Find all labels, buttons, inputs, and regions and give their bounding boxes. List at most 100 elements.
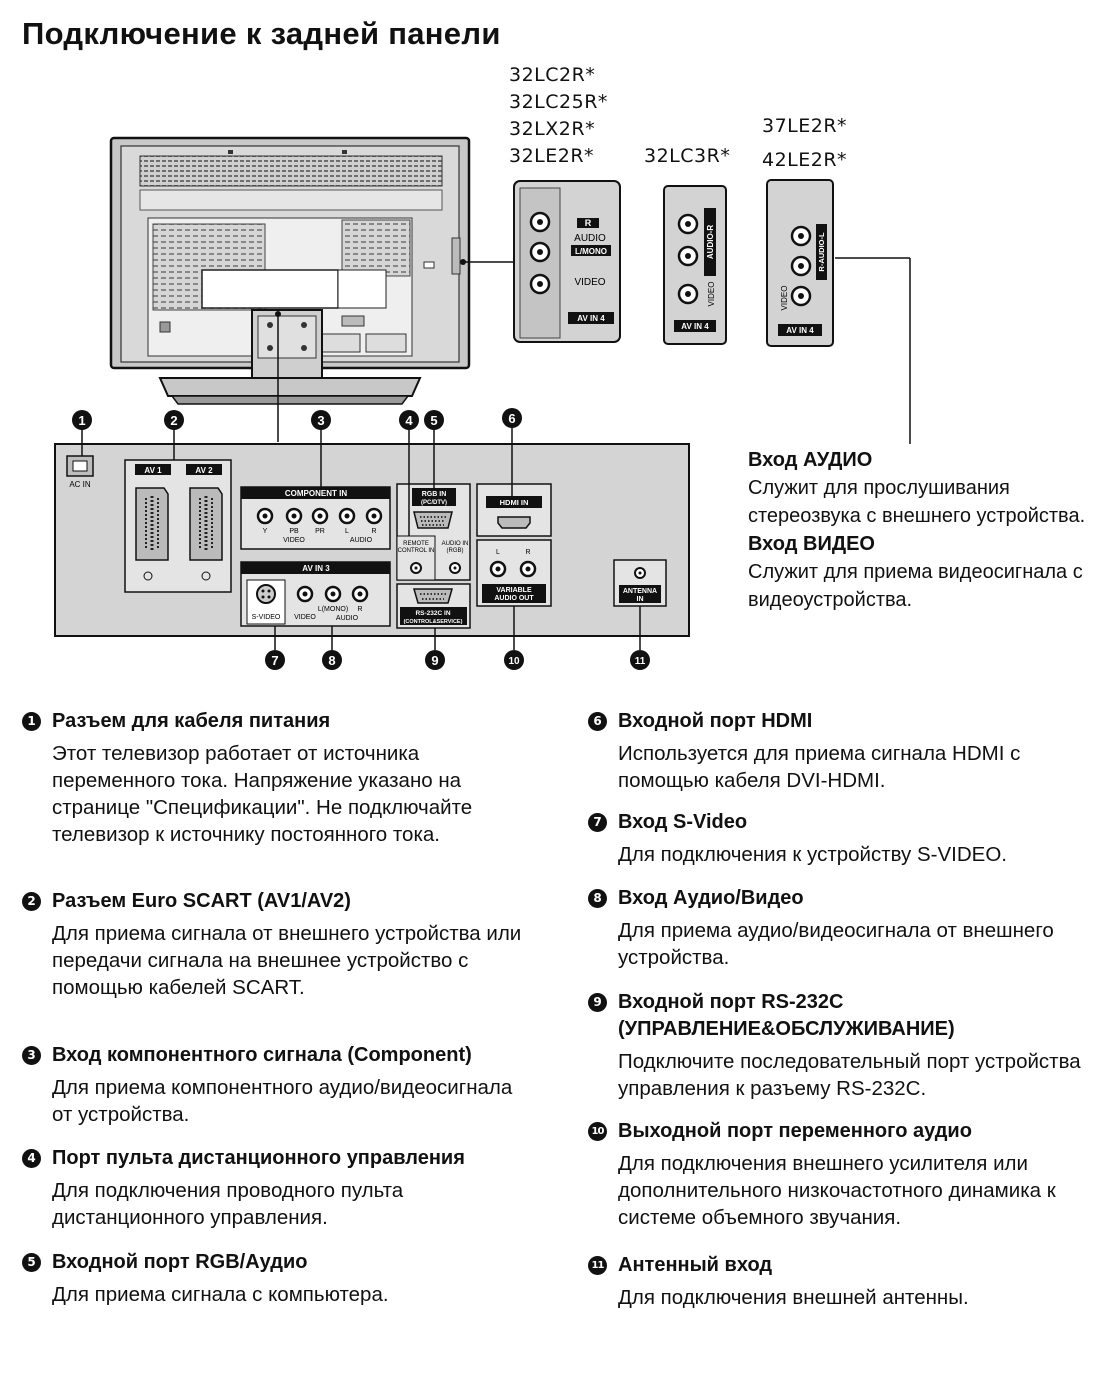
model-name: 37LE2R*	[762, 115, 848, 137]
model-name: 32LX2R*	[509, 118, 596, 140]
descriptions-right: 6 Входной порт HDMI Используется для при…	[588, 708, 1100, 1328]
description-number: 10	[588, 1122, 607, 1141]
comp-audio: AUDIO	[350, 537, 373, 544]
var-label-2: AUDIO OUT	[494, 595, 534, 602]
video-input-text: Служит для приема видеосигнала с видеоус…	[748, 561, 1083, 611]
rgb-d-sub-port[interactable]	[413, 511, 453, 529]
av2-label: AV 2	[195, 466, 213, 475]
model-name: 32LE2R*	[509, 145, 595, 167]
callout-8: 8	[328, 653, 335, 668]
model-group-1: 32LC2R* 32LC25R* 32LX2R* 32LE2R*	[509, 62, 608, 170]
description-item: 7 Вход S-Video Для подключения к устройс…	[588, 809, 1007, 868]
svideo-label: S-VIDEO	[252, 614, 281, 621]
rgb-in-sub-label: (PC/DTV)	[421, 500, 447, 506]
description-title: Вход Аудио/Видео	[618, 887, 804, 909]
description-text: Для подключения внешней антенны.	[618, 1286, 969, 1309]
callout-3: 3	[317, 413, 324, 428]
description-number: 6	[588, 712, 607, 731]
component-in-label: COMPONENT IN	[285, 489, 347, 498]
description-number: 11	[588, 1256, 607, 1275]
inset-label-audio-r: AUDIO-R	[706, 225, 715, 259]
inset-label-av-in4: AV IN 4	[577, 314, 605, 323]
description-title: Входной порт RS-232C (УПРАВЛЕНИЕ&ОБСЛУЖИ…	[618, 991, 955, 1040]
description-item: 2 Разъем Euro SCART (AV1/AV2) Для приема…	[22, 888, 522, 1001]
model-group-2: 32LC3R*	[644, 143, 730, 170]
description-text: Этот телевизор работает от источника пер…	[52, 742, 473, 846]
description-text: Используется для приема сигнала HDMI с п…	[618, 742, 1021, 792]
callout-10: 10	[508, 656, 520, 667]
audio-input-heading: Вход АУДИО	[748, 449, 873, 471]
antenna-label-1: ANTENNA	[623, 588, 657, 595]
model-name: 42LE2R*	[762, 149, 848, 171]
description-item: 9 Входной порт RS-232C (УПРАВЛЕНИЕ&ОБСЛУ…	[588, 989, 1100, 1102]
description-item: 8 Вход Аудио/Видео Для приема аудио/виде…	[588, 885, 1100, 971]
comp-video: VIDEO	[283, 537, 305, 544]
page-title: Подключение к задней панели	[22, 16, 501, 51]
description-text: Для приема аудио/видеосигнала от внешнег…	[618, 919, 1054, 969]
inset-label-r-audio: R-AUDIO-L	[817, 232, 826, 272]
antenna-label-2: IN	[637, 596, 644, 603]
description-number: 8	[588, 889, 607, 908]
description-title: Входной порт HDMI	[618, 710, 813, 732]
descriptions-left: 1 Разъем для кабеля питания Этот телевиз…	[22, 708, 522, 1328]
audio-in-rgb-jack[interactable]	[449, 562, 461, 574]
av-in3-label: AV IN 3	[302, 564, 330, 573]
rs232c-port[interactable]	[413, 588, 453, 604]
av3-video-label: VIDEO	[294, 614, 316, 621]
inset-label-lmono: L/MONO	[575, 247, 607, 256]
callout-6: 6	[508, 411, 515, 426]
description-text: Для подключения к устройству S-VIDEO.	[618, 843, 1007, 866]
comp-pb: PB	[289, 528, 299, 535]
description-number: 7	[588, 813, 607, 832]
description-text: Для приема сигнала от внешнего устройств…	[52, 922, 522, 999]
av-in4-inset-32lc2r: R AUDIO L/MONO VIDEO AV IN 4	[513, 180, 621, 343]
description-item: 4 Порт пульта дистанционного управления …	[22, 1145, 522, 1231]
av3-lmono-label: L(MONO)	[318, 606, 348, 613]
model-name: 32LC3R*	[644, 145, 731, 167]
description-text: Подключите последовательный порт устройс…	[618, 1050, 1081, 1100]
callout-5: 5	[430, 413, 437, 428]
callout-2: 2	[170, 413, 177, 428]
variable-audio-jacks[interactable]	[489, 560, 537, 578]
inset-label-audio: AUDIO	[574, 233, 606, 244]
description-number: 5	[22, 1253, 41, 1272]
svideo-jack[interactable]	[256, 584, 276, 604]
callout-9: 9	[431, 653, 438, 668]
inset-label-video: VIDEO	[707, 282, 716, 307]
callout-lines	[81, 428, 641, 650]
description-item: 6 Входной порт HDMI Используется для при…	[588, 708, 1100, 794]
description-title: Входной порт RGB/Аудио	[52, 1251, 308, 1273]
video-input-heading: Вход ВИДЕО	[748, 533, 875, 555]
scart-connector-av2[interactable]	[189, 487, 223, 581]
callout-1: 1	[78, 413, 85, 428]
callout-7: 7	[271, 653, 278, 668]
comp-y: Y	[263, 528, 268, 535]
description-title: Разъем для кабеля питания	[52, 710, 331, 732]
description-title: Антенный вход	[618, 1254, 773, 1276]
model-group-3: 37LE2R* 42LE2R*	[762, 109, 847, 177]
inset-label-video: VIDEO	[780, 286, 789, 311]
remote-label-2: CONTROL IN	[398, 548, 435, 554]
description-item: 10 Выходной порт переменного аудио Для п…	[588, 1118, 1100, 1231]
callout-numbers: 1 2 3 4 5 6 7 8 9 10 11	[72, 408, 650, 670]
audio-video-notes: Вход АУДИО Служит для прослушивания стер…	[748, 446, 1088, 614]
model-name: 32LC2R*	[509, 64, 596, 86]
hdmi-port[interactable]	[497, 516, 531, 529]
antenna-jack[interactable]	[634, 567, 646, 579]
scart-connector-av1[interactable]	[135, 487, 169, 581]
description-number: 4	[22, 1149, 41, 1168]
description-text: Для подключения внешнего усилителя или д…	[618, 1152, 1056, 1229]
remote-label-1: REMOTE	[403, 541, 429, 547]
comp-r: R	[371, 528, 376, 535]
description-item: 3 Вход компонентного сигнала (Component)…	[22, 1042, 522, 1128]
model-name: 32LC25R*	[509, 91, 608, 113]
remote-control-jack[interactable]	[410, 562, 422, 574]
description-item: 5 Входной порт RGB/Аудио Для приема сигн…	[22, 1249, 389, 1308]
audio-input-text: Служит для прослушивания стереозвука с в…	[748, 477, 1086, 527]
rs232-label-2: (CONTROL&SERVICE)	[404, 619, 463, 625]
inset-label-r: R	[585, 218, 592, 228]
av1-label: AV 1	[144, 466, 162, 475]
var-r-label: R	[525, 549, 530, 556]
av-in4-inset-32lc3r: AUDIO-R VIDEO AV IN 4	[663, 185, 727, 345]
description-title: Вход S-Video	[618, 811, 748, 833]
